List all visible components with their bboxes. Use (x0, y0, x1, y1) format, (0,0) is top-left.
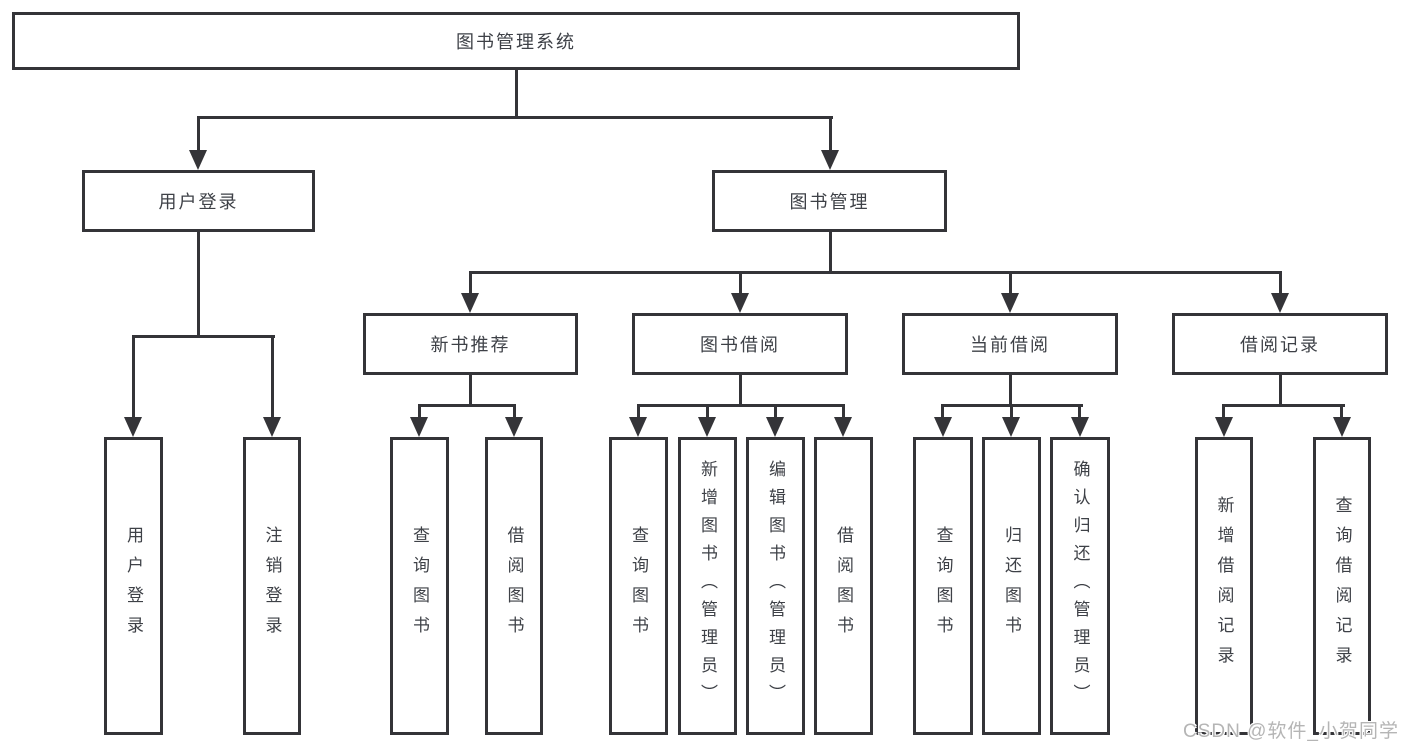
connector-line (706, 404, 709, 419)
arrow-down-icon (505, 417, 523, 437)
connector-line (515, 70, 518, 118)
node-user-login: 用户登录 (82, 170, 315, 232)
node-leaf-query-books-3-label: 查询图书 (933, 526, 953, 646)
node-leaf-query-borrow-record: 查询借阅记录 (1313, 437, 1371, 735)
node-leaf-borrow-books-2-label: 借阅图书 (834, 526, 853, 646)
node-leaf-query-books-1-label: 查询图书 (410, 526, 429, 646)
node-leaf-borrow-books-2: 借阅图书 (814, 437, 873, 735)
node-leaf-confirm-return-admin-label: 确认归还（管理员） (1070, 460, 1090, 712)
connector-line (418, 404, 421, 419)
connector-line (637, 404, 845, 407)
arrow-down-icon (1071, 417, 1089, 437)
connector-line (469, 375, 472, 406)
node-book-borrow-label: 图书借阅 (700, 335, 780, 355)
connector-line (132, 335, 275, 338)
arrow-down-icon (1215, 417, 1233, 437)
node-leaf-add-books-admin: 新增图书（管理员） (678, 437, 737, 735)
connector-line (941, 404, 944, 419)
connector-line (1340, 404, 1343, 419)
node-leaf-add-books-admin-label: 新增图书（管理员） (698, 460, 717, 712)
connector-line (1222, 404, 1225, 419)
arrow-down-icon (698, 417, 716, 437)
connector-line (1279, 375, 1282, 406)
node-book-management: 图书管理 (712, 170, 947, 232)
arrow-down-icon (1333, 417, 1351, 437)
node-new-book-recommend-label: 新书推荐 (430, 335, 511, 355)
arrow-down-icon (189, 150, 207, 170)
arrow-down-icon (766, 417, 784, 437)
connector-line (1279, 271, 1282, 295)
node-leaf-return-books: 归还图书 (982, 437, 1041, 735)
node-leaf-borrow-books-1: 借阅图书 (485, 437, 543, 735)
arrow-down-icon (934, 417, 952, 437)
connector-line (271, 335, 274, 419)
node-leaf-borrow-books-1-label: 借阅图书 (504, 526, 524, 646)
arrow-down-icon (1271, 293, 1289, 313)
node-leaf-user-login-label: 用户登录 (124, 526, 143, 646)
connector-line (1009, 271, 1012, 295)
connector-line (1009, 375, 1012, 406)
arrow-down-icon (124, 417, 142, 437)
connector-line (842, 404, 845, 419)
arrow-down-icon (263, 417, 281, 437)
connector-line (197, 232, 200, 337)
connector-line (513, 404, 516, 419)
node-borrow-records-label: 借阅记录 (1240, 335, 1320, 355)
arrow-down-icon (731, 293, 749, 313)
node-leaf-user-login: 用户登录 (104, 437, 163, 735)
node-borrow-records: 借阅记录 (1172, 313, 1388, 375)
node-current-borrow: 当前借阅 (902, 313, 1118, 375)
connector-line (1010, 404, 1013, 419)
arrow-down-icon (834, 417, 852, 437)
connector-line (197, 116, 833, 119)
node-leaf-confirm-return-admin: 确认归还（管理员） (1050, 437, 1110, 735)
connector-line (418, 404, 516, 407)
node-leaf-return-books-label: 归还图书 (1002, 526, 1021, 646)
arrow-down-icon (461, 293, 479, 313)
node-leaf-query-books-2-label: 查询图书 (629, 526, 648, 646)
node-library-system-label: 图书管理系统 (456, 32, 576, 52)
connector-line (132, 335, 135, 419)
node-new-book-recommend: 新书推荐 (363, 313, 578, 375)
node-leaf-logout: 注销登录 (243, 437, 301, 735)
arrow-down-icon (1002, 417, 1020, 437)
connector-line (774, 404, 777, 419)
connector-line (739, 375, 742, 406)
connector-line (829, 232, 832, 273)
connector-line (469, 271, 1282, 274)
node-leaf-logout-label: 注销登录 (262, 526, 282, 646)
connector-line (197, 116, 200, 152)
connector-line (829, 116, 832, 152)
node-book-management-label: 图书管理 (789, 192, 870, 212)
connector-line (637, 404, 640, 419)
node-user-login-label: 用户登录 (158, 192, 239, 212)
node-leaf-edit-books-admin: 编辑图书（管理员） (746, 437, 805, 735)
arrow-down-icon (821, 150, 839, 170)
node-library-system: 图书管理系统 (12, 12, 1020, 70)
node-leaf-add-borrow-record-label: 新增借阅记录 (1214, 496, 1234, 676)
node-leaf-edit-books-admin-label: 编辑图书（管理员） (766, 460, 785, 712)
node-leaf-query-borrow-record-label: 查询借阅记录 (1332, 496, 1352, 676)
node-leaf-query-books-1: 查询图书 (390, 437, 449, 735)
csdn-watermark: CSDN @软件_小贺同学 (1183, 721, 1399, 742)
node-book-borrow: 图书借阅 (632, 313, 848, 375)
node-leaf-query-books-3: 查询图书 (913, 437, 973, 735)
connector-line (739, 271, 742, 295)
connector-line (1078, 404, 1081, 419)
node-current-borrow-label: 当前借阅 (970, 335, 1050, 355)
arrow-down-icon (410, 417, 428, 437)
arrow-down-icon (1001, 293, 1019, 313)
connector-line (469, 271, 472, 295)
arrow-down-icon (629, 417, 647, 437)
node-leaf-add-borrow-record: 新增借阅记录 (1195, 437, 1253, 735)
connector-line (1223, 404, 1345, 407)
node-leaf-query-books-2: 查询图书 (609, 437, 668, 735)
